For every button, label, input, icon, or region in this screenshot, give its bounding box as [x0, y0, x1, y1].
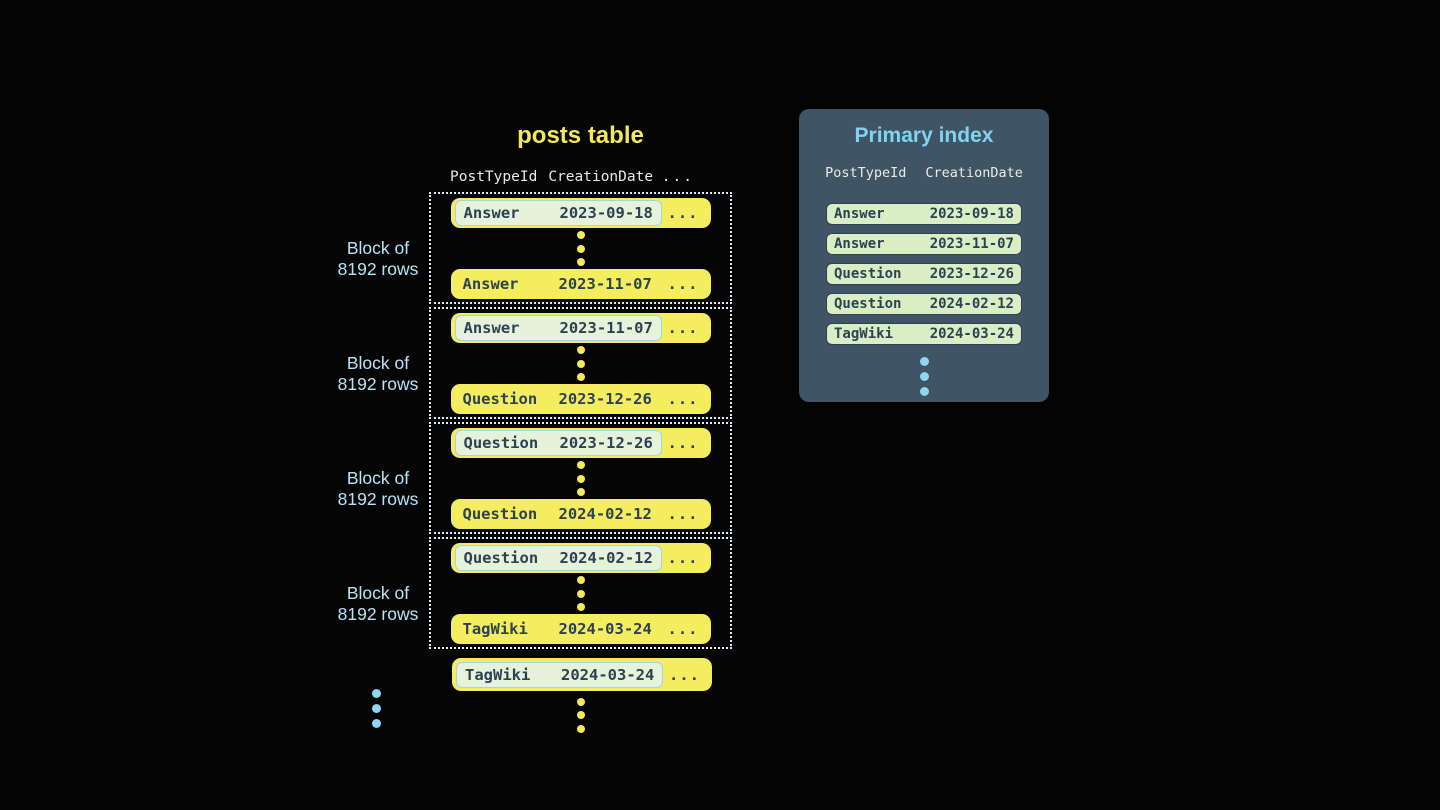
posts-block-1: Block of 8192 rows Answer 2023-09-18 ...…	[338, 192, 732, 304]
table-row: Answer 2023-11-07 ...	[450, 268, 711, 299]
row-creationdate: 2024-02-12	[559, 549, 653, 568]
row-more-columns: ...	[667, 434, 699, 453]
index-entry: Answer 2023-11-07	[826, 233, 1022, 255]
indexed-row-highlight: TagWiki 2024-03-24	[456, 661, 664, 688]
primary-index-column-headers: PostTypeId CreationDate	[799, 165, 1049, 182]
table-row: TagWiki 2024-03-24 ...	[452, 658, 712, 691]
more-rows-dots	[567, 695, 595, 736]
block-size-label: Block of 8192 rows	[337, 238, 419, 279]
indexed-row-highlight: Question 2023-12-26	[454, 430, 662, 457]
column-header-creationdate: CreationDate	[925, 165, 1023, 181]
row-posttypeid: Question	[463, 434, 539, 453]
posts-block-3: Block of 8192 rows Question 2023-12-26 .…	[338, 422, 732, 534]
posts-table-column-headers: PostTypeId CreationDate ...	[429, 168, 732, 186]
row-creationdate: 2024-03-24	[561, 665, 655, 684]
more-rows-dots	[576, 228, 585, 269]
table-row: Answer 2023-11-07 ...	[450, 313, 711, 344]
table-row: Question 2023-12-26 ...	[450, 383, 711, 414]
column-header-posttypeid: PostTypeId	[450, 169, 538, 185]
posts-table-blocks: Block of 8192 rows Answer 2023-09-18 ...…	[338, 192, 732, 652]
row-more-columns: ...	[669, 665, 700, 684]
entry-posttypeid: Answer	[834, 206, 885, 222]
row-more-columns: ...	[667, 619, 699, 638]
indexed-row-highlight: Answer 2023-11-07	[454, 315, 662, 342]
block-size-label: Block of 8192 rows	[337, 583, 419, 624]
entry-creationdate: 2023-12-26	[929, 266, 1014, 282]
row-posttypeid: Question	[462, 504, 538, 523]
entry-posttypeid: Question	[834, 296, 902, 312]
row-creationdate: 2024-03-24	[558, 619, 652, 638]
primary-index-rows: Answer 2023-09-18 Answer 2023-11-07 Ques…	[799, 203, 1049, 345]
column-header-creationdate: CreationDate	[548, 169, 654, 185]
entry-creationdate: 2024-03-24	[929, 326, 1014, 342]
more-rows-dots	[576, 573, 585, 614]
column-header-posttypeid: PostTypeId	[825, 165, 907, 181]
row-posttypeid: Answer	[462, 274, 519, 293]
row-more-columns: ...	[667, 504, 699, 523]
row-creationdate: 2024-02-12	[558, 504, 652, 523]
table-row: Question 2023-12-26 ...	[450, 428, 711, 459]
block-size-label: Block of 8192 rows	[337, 468, 419, 509]
row-posttypeid: TagWiki	[465, 665, 531, 684]
column-header-more: ...	[661, 169, 694, 185]
row-more-columns: ...	[667, 549, 699, 568]
posts-block-4: Block of 8192 rows Question 2024-02-12 .…	[338, 537, 732, 649]
row-posttypeid: Question	[462, 389, 538, 408]
more-entries-dots	[914, 354, 934, 399]
row-creationdate: 2023-11-07	[558, 274, 652, 293]
index-entry: Question 2023-12-26	[826, 263, 1022, 285]
index-entry: Answer 2023-09-18	[826, 203, 1022, 225]
entry-creationdate: 2023-09-18	[929, 206, 1014, 222]
table-row: Answer 2023-09-18 ...	[450, 198, 711, 229]
entry-posttypeid: TagWiki	[834, 326, 894, 342]
row-creationdate: 2023-12-26	[558, 389, 652, 408]
row-more-columns: ...	[667, 274, 699, 293]
primary-index-title: Primary index	[854, 124, 994, 147]
index-entry: Question 2024-02-12	[826, 293, 1022, 315]
row-posttypeid: Answer	[463, 319, 520, 338]
posts-block-2: Block of 8192 rows Answer 2023-11-07 ...…	[338, 307, 732, 419]
next-block-first-row: TagWiki 2024-03-24 ...	[452, 658, 712, 691]
table-row: Question 2024-02-12 ...	[450, 498, 711, 529]
table-row: TagWiki 2024-03-24 ...	[450, 613, 711, 644]
row-creationdate: 2023-12-26	[559, 434, 653, 453]
row-more-columns: ...	[667, 389, 699, 408]
row-posttypeid: Question	[463, 549, 539, 568]
posts-table-title: posts table	[517, 122, 644, 149]
row-more-columns: ...	[667, 204, 699, 223]
row-creationdate: 2023-11-07	[559, 319, 653, 338]
index-entry: TagWiki 2024-03-24	[826, 323, 1022, 345]
entry-posttypeid: Question	[834, 266, 902, 282]
row-more-columns: ...	[667, 319, 699, 338]
indexed-row-highlight: Question 2024-02-12	[454, 545, 662, 572]
row-posttypeid: TagWiki	[462, 619, 528, 638]
table-row: Question 2024-02-12 ...	[450, 543, 711, 574]
entry-posttypeid: Answer	[834, 236, 885, 252]
indexed-row-highlight: Answer 2023-09-18	[454, 200, 662, 227]
more-rows-dots	[576, 343, 585, 384]
row-creationdate: 2023-09-18	[559, 204, 653, 223]
more-blocks-dots	[362, 686, 390, 731]
entry-creationdate: 2024-02-12	[929, 296, 1014, 312]
more-rows-dots	[576, 458, 585, 499]
block-size-label: Block of 8192 rows	[337, 353, 419, 394]
entry-creationdate: 2023-11-07	[929, 236, 1014, 252]
primary-index-panel: Primary index PostTypeId CreationDate An…	[799, 109, 1049, 402]
row-posttypeid: Answer	[463, 204, 520, 223]
